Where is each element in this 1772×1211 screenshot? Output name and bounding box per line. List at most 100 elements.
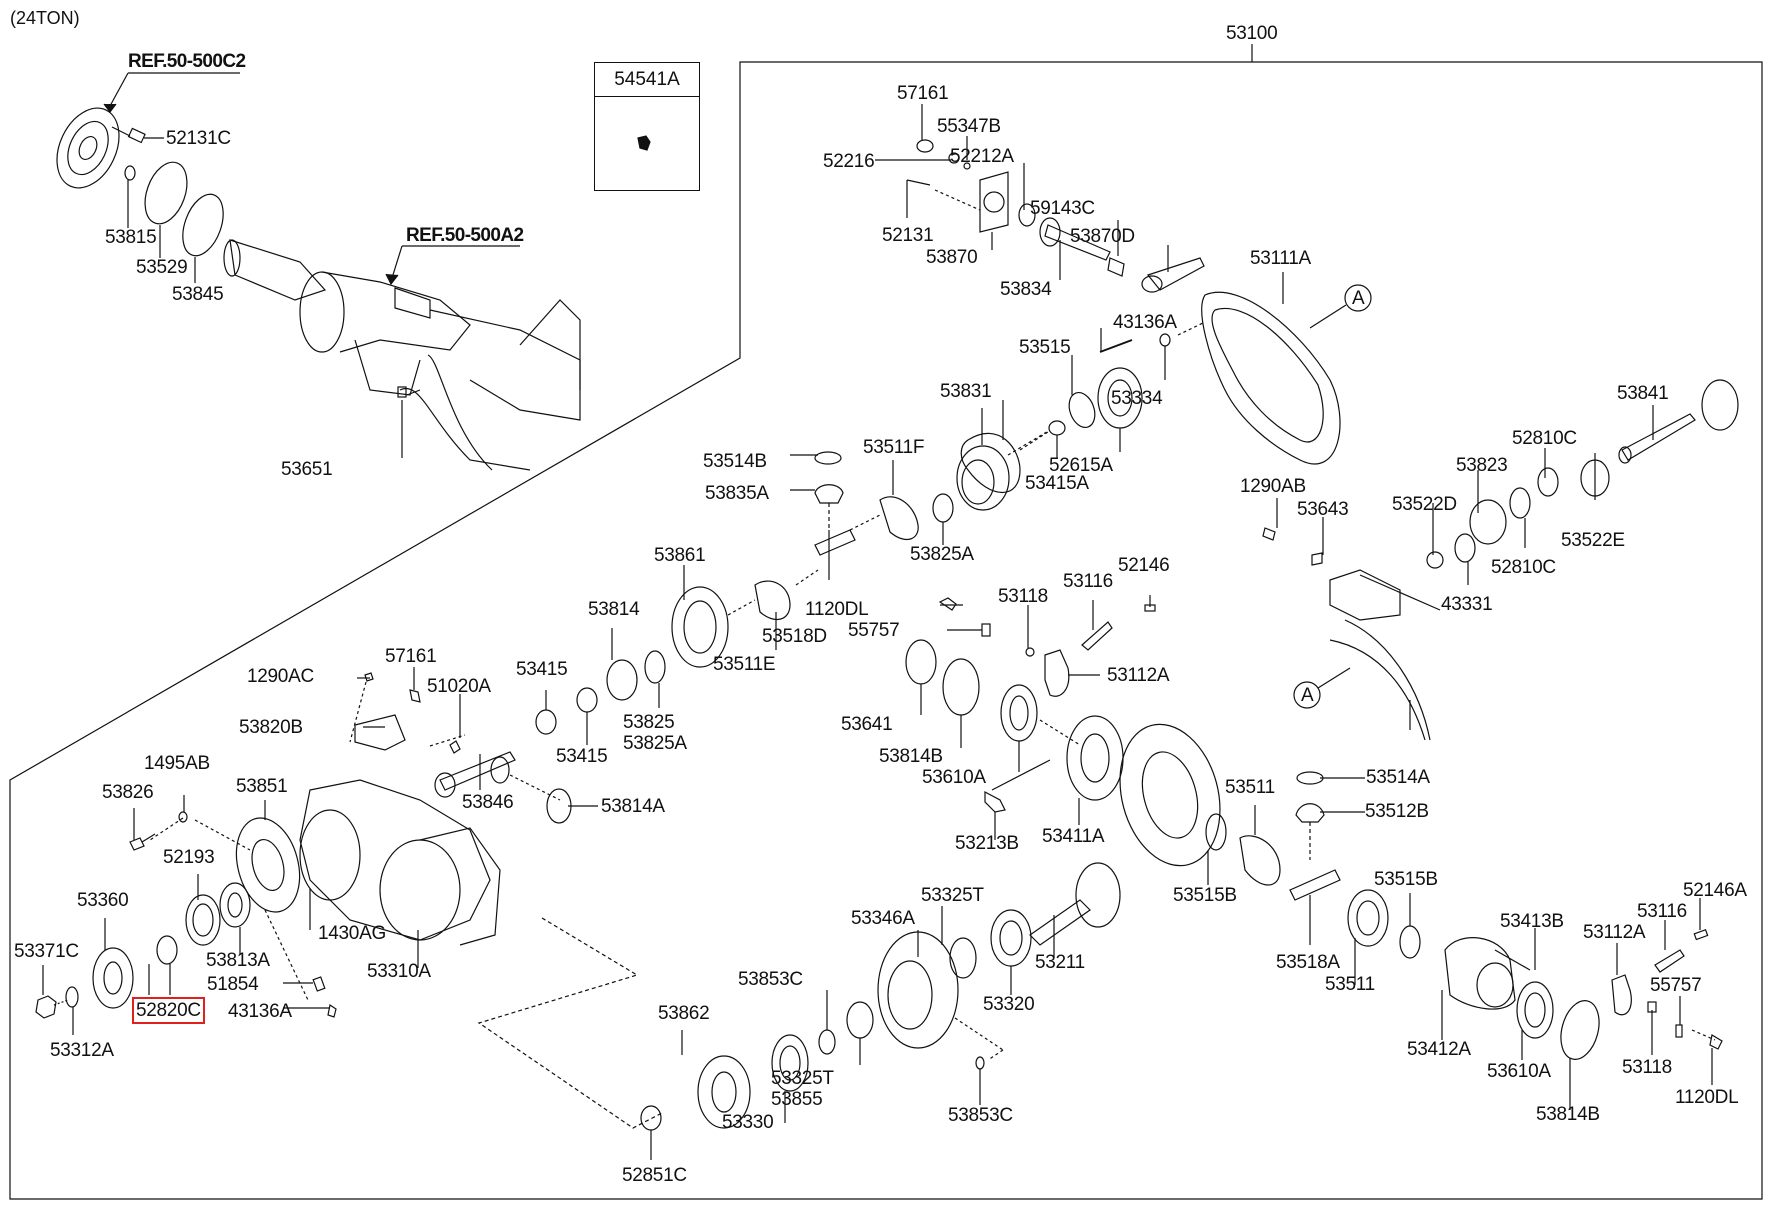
part-label[interactable]: 53641 xyxy=(841,714,893,735)
part-label[interactable]: 53511E xyxy=(713,654,776,675)
part-label[interactable]: 53814B xyxy=(879,746,943,767)
part-label[interactable]: 53213B xyxy=(955,833,1019,854)
part-label[interactable]: 53116 xyxy=(1637,901,1687,922)
part-label[interactable]: 52212A xyxy=(950,146,1014,167)
part-label[interactable]: 52810C xyxy=(1491,557,1556,578)
part-label[interactable]: 1120DL xyxy=(805,599,869,620)
part-label[interactable]: 53823 xyxy=(1456,455,1508,476)
part-label[interactable]: 53651 xyxy=(281,459,333,480)
part-label[interactable]: 53820B xyxy=(239,717,303,738)
part-label[interactable]: 53861 xyxy=(654,545,706,566)
part-label[interactable]: 52146A xyxy=(1683,880,1747,901)
part-label[interactable]: 53118 xyxy=(998,586,1048,607)
part-label[interactable]: 51854 xyxy=(207,974,259,995)
part-label[interactable]: 53853C xyxy=(948,1105,1013,1126)
highlighted-part-label[interactable]: 52820C xyxy=(132,997,205,1024)
part-label[interactable]: 52851C xyxy=(622,1165,687,1186)
part-label[interactable]: 53814B xyxy=(1536,1104,1600,1125)
part-label[interactable]: 43331 xyxy=(1441,594,1493,615)
part-label[interactable]: 53853C xyxy=(738,969,803,990)
part-label[interactable]: 1120DL xyxy=(1675,1087,1739,1108)
part-label[interactable]: 53211 xyxy=(1035,952,1085,973)
part-label[interactable]: 53330 xyxy=(722,1112,774,1133)
part-label[interactable]: 43136A xyxy=(228,1001,292,1022)
part-label[interactable]: 53411A xyxy=(1042,826,1105,847)
part-label[interactable]: 53870D xyxy=(1070,226,1135,247)
part-label[interactable]: 53515 xyxy=(1019,337,1071,358)
part-label[interactable]: 53610A xyxy=(1487,1061,1551,1082)
part-label[interactable]: 53814 xyxy=(588,599,640,620)
part-label[interactable]: 59143C xyxy=(1030,198,1095,219)
part-label[interactable]: 53325T xyxy=(771,1068,834,1089)
part-label[interactable]: 53529 xyxy=(136,257,188,278)
part-label[interactable]: 52146 xyxy=(1118,555,1170,576)
part-label[interactable]: 52131C xyxy=(166,128,231,149)
part-label[interactable]: 52615A xyxy=(1049,455,1113,476)
part-label[interactable]: 53111A xyxy=(1250,248,1311,269)
part-label[interactable]: 53118 xyxy=(1622,1057,1672,1078)
part-label[interactable]: 53346A xyxy=(851,908,915,929)
part-label[interactable]: 53412A xyxy=(1407,1039,1471,1060)
part-label[interactable]: 1290AB xyxy=(1240,476,1306,497)
part-label[interactable]: 53851 xyxy=(236,776,288,797)
part-label[interactable]: 1430AG xyxy=(318,923,386,944)
part-label[interactable]: 53518A xyxy=(1276,952,1340,973)
part-label[interactable]: 53514B xyxy=(703,451,767,472)
part-label[interactable]: 53834 xyxy=(1000,279,1052,300)
part-label[interactable]: 53116 xyxy=(1063,571,1113,592)
part-label[interactable]: 57161 xyxy=(385,646,437,667)
part-label[interactable]: 53515B xyxy=(1173,885,1237,906)
part-label[interactable]: 53831 xyxy=(940,381,992,402)
part-label[interactable]: 53862 xyxy=(658,1003,710,1024)
part-label[interactable]: 53522E xyxy=(1561,530,1625,551)
part-label[interactable]: 55757 xyxy=(1650,975,1702,996)
part-label[interactable]: 53413B xyxy=(1500,911,1564,932)
part-label[interactable]: 53814A xyxy=(601,796,665,817)
part-label[interactable]: 52810C xyxy=(1512,428,1577,449)
reference-link-a2[interactable]: REF.50-500A2 xyxy=(406,225,524,246)
part-label[interactable]: 53515B xyxy=(1374,869,1438,890)
part-label[interactable]: 57161 xyxy=(897,83,949,104)
part-label[interactable]: 53415A xyxy=(1025,473,1089,494)
part-label[interactable]: 53813A xyxy=(206,950,270,971)
part-label[interactable]: 53511F xyxy=(863,437,925,458)
part-label[interactable]: 53511 xyxy=(1225,777,1275,798)
part-label[interactable]: 53825A xyxy=(623,733,687,754)
part-label[interactable]: 53826 xyxy=(102,782,154,803)
part-label[interactable]: 53518D xyxy=(762,626,827,647)
part-label[interactable]: 53846 xyxy=(462,792,514,813)
part-label[interactable]: 1495AB xyxy=(144,753,210,774)
part-label[interactable]: 53112A xyxy=(1107,665,1170,686)
part-label[interactable]: 53320 xyxy=(983,994,1035,1015)
part-label[interactable]: 53643 xyxy=(1297,499,1349,520)
part-label[interactable]: 52131 xyxy=(882,225,934,246)
part-label[interactable]: 52193 xyxy=(163,847,215,868)
part-label[interactable]: 53312A xyxy=(50,1040,114,1061)
inset-part-number[interactable]: 54541A xyxy=(595,63,699,97)
part-label[interactable]: 53334 xyxy=(1111,388,1163,409)
part-label[interactable]: 53855 xyxy=(771,1089,823,1110)
part-label[interactable]: 55347B xyxy=(937,116,1001,137)
part-label[interactable]: 53870 xyxy=(926,247,978,268)
part-label[interactable]: 53511 xyxy=(1325,974,1375,995)
assembly-number[interactable]: 53100 xyxy=(1226,23,1278,44)
part-label[interactable]: 53835A xyxy=(705,483,769,504)
part-label[interactable]: 52216 xyxy=(823,151,875,172)
reference-link-c2[interactable]: REF.50-500C2 xyxy=(128,51,246,72)
part-label[interactable]: 53815 xyxy=(105,227,157,248)
part-label[interactable]: 53841 xyxy=(1617,383,1669,404)
part-label[interactable]: 53360 xyxy=(77,890,129,911)
part-label[interactable]: 51020A xyxy=(427,676,491,697)
part-label[interactable]: 53512B xyxy=(1365,801,1429,822)
part-label[interactable]: 53522D xyxy=(1392,494,1457,515)
part-label[interactable]: 53112A xyxy=(1583,922,1646,943)
part-label[interactable]: 53825A xyxy=(910,544,974,565)
part-label[interactable]: 55757 xyxy=(848,620,900,641)
part-label[interactable]: 53610A xyxy=(922,767,986,788)
part-label[interactable]: 53310A xyxy=(367,961,431,982)
part-label[interactable]: 53845 xyxy=(172,284,224,305)
part-label[interactable]: 53825 xyxy=(623,712,675,733)
part-label[interactable]: 53514A xyxy=(1366,767,1430,788)
part-label[interactable]: 43136A xyxy=(1113,312,1177,333)
part-label[interactable]: 53415 xyxy=(516,659,568,680)
